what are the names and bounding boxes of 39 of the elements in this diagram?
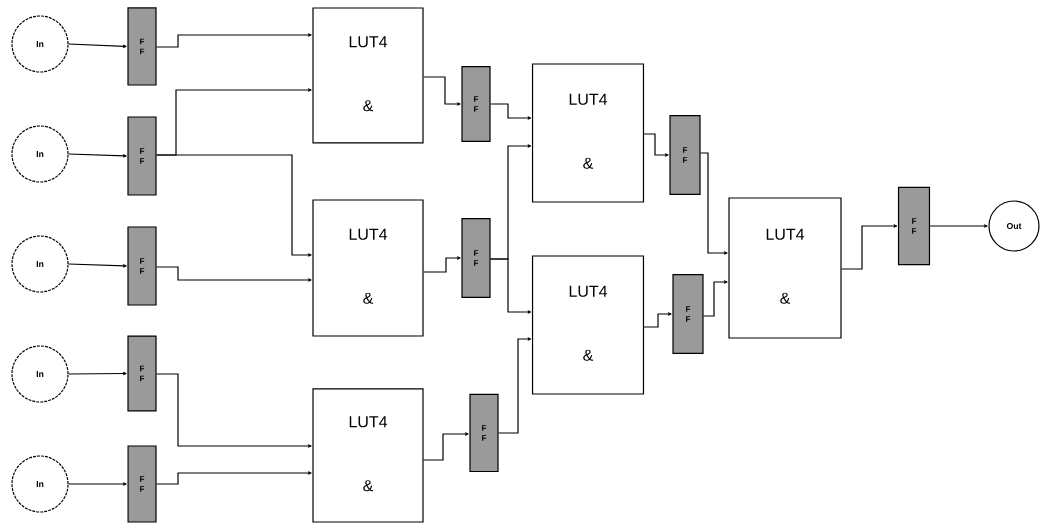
flip-flop-box: F F (127, 116, 157, 196)
arrow (68, 263, 127, 268)
flip-flop-box: F F (127, 226, 157, 306)
arrow (156, 266, 312, 282)
arrow (156, 471, 312, 485)
lut-box: LUT4 & (312, 199, 424, 337)
arrow (643, 133, 669, 157)
lut-box: LUT4 & (531, 63, 645, 203)
flip-flop-box: F F (127, 445, 157, 523)
lut-box: LUT4 & (312, 388, 424, 523)
arrow (490, 258, 532, 314)
arrow (703, 280, 728, 317)
arrow (156, 154, 312, 257)
arrow (68, 43, 127, 49)
flip-flop-box: F F (672, 273, 704, 355)
flip-flop-box: F F (669, 114, 701, 196)
lut-box: LUT4 & (312, 7, 424, 144)
arrow (841, 224, 898, 270)
arrow (423, 76, 461, 106)
flip-flop-box: F F (897, 186, 931, 266)
arrow (929, 224, 988, 228)
flip-flop-box: F F (461, 65, 491, 143)
arrow (68, 371, 127, 376)
arrow (156, 33, 312, 48)
arrow (423, 432, 469, 461)
arrow (490, 103, 532, 120)
lut-box: LUT4 & (531, 255, 645, 395)
arrow (700, 152, 728, 255)
flip-flop-box: F F (469, 393, 499, 473)
arrow (68, 482, 127, 486)
arrow (156, 373, 312, 448)
lut-box: LUT4 & (728, 197, 842, 339)
arrow (498, 337, 532, 434)
arrow (423, 256, 461, 273)
arrow (643, 312, 672, 328)
arrow (68, 153, 127, 158)
flip-flop-box: F F (127, 7, 157, 86)
flip-flop-box: F F (127, 335, 157, 412)
flip-flop-box: F F (461, 217, 491, 299)
